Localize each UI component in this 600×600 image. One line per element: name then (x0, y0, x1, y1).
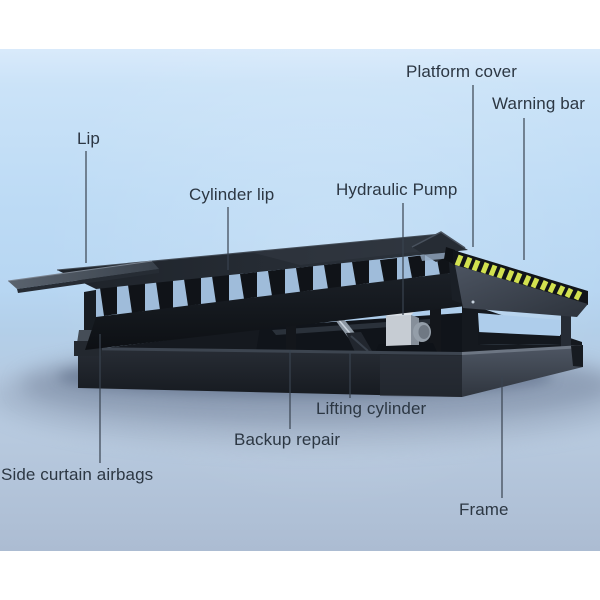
label-backup-repair: Backup repair (234, 430, 341, 449)
base-front-face (78, 350, 462, 397)
label-lifting-cylinder: Lifting cylinder (316, 399, 427, 418)
label-frame: Frame (459, 500, 509, 519)
lip-plate (7, 260, 159, 293)
label-lip: Lip (77, 129, 100, 148)
support-post-rear-right (561, 315, 571, 348)
label-warning-bar: Warning bar (492, 94, 586, 113)
label-cylinder-lip: Cylinder lip (189, 185, 275, 204)
warning-bar-part (444, 247, 588, 305)
dock-leveler-illustration (0, 85, 600, 498)
platform-front-skirt (85, 272, 466, 350)
leader-lines (85, 85, 525, 498)
base-end-cap (571, 345, 583, 367)
label-hydraulic-pump: Hydraulic Pump (336, 180, 458, 199)
label-side-curtain-airbags: Side curtain airbags (1, 465, 154, 484)
platform-right-skirt (455, 265, 588, 317)
platform (7, 231, 588, 356)
label-platform-cover: Platform cover (406, 62, 517, 81)
diagram-scene (0, 49, 600, 551)
base-frame (78, 345, 583, 397)
support-post-mid (430, 297, 441, 353)
base-right-face (462, 348, 583, 397)
